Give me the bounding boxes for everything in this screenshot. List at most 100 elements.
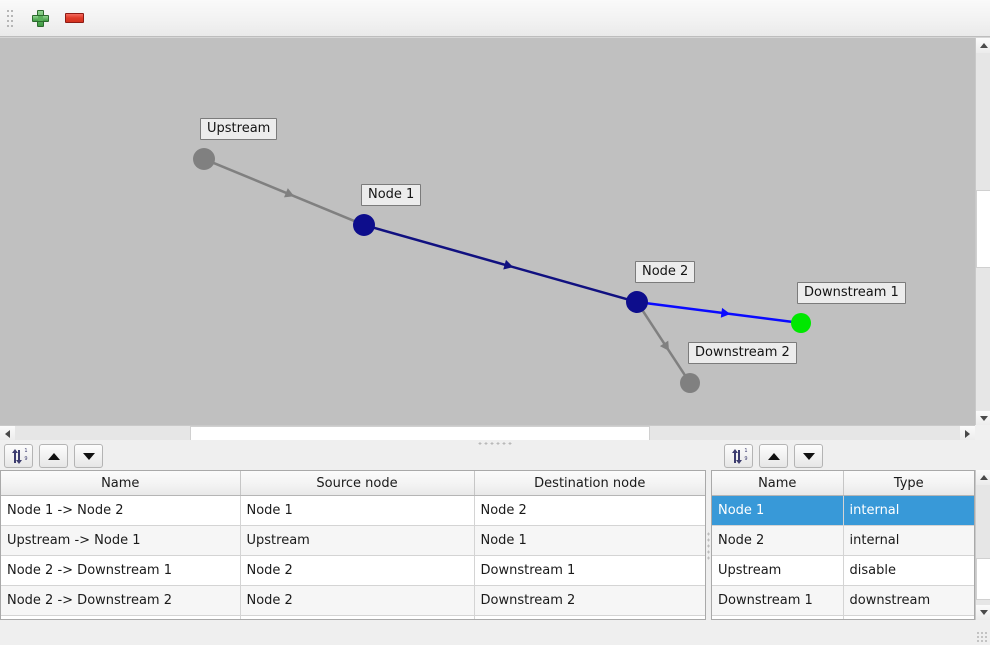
cell-destination[interactable]: Node 2	[474, 495, 705, 526]
cell-type[interactable]: internal	[843, 525, 974, 556]
graph-edge-arrow-node1-node2	[503, 259, 514, 270]
column-header-destination-node[interactable]: Destination node	[474, 471, 705, 496]
graph-edge-arrow-node2-downstream2	[659, 340, 670, 351]
vertical-splitter[interactable]	[706, 470, 711, 622]
cell-destination[interactable]: Node 1	[474, 525, 705, 556]
graph-edge-node1-node2[interactable]	[373, 226, 628, 301]
cell-source[interactable]: Node 2	[240, 585, 475, 616]
graph-edge-upstream-node1[interactable]	[212, 161, 356, 223]
cell-source[interactable]: Node 1	[240, 495, 475, 526]
graph-node-label-upstream[interactable]: Upstream	[200, 118, 278, 140]
graph-node-label-node2[interactable]: Node 2	[635, 261, 696, 283]
cell-type[interactable]: downstream	[843, 585, 974, 616]
vertical-scroll-thumb[interactable]	[976, 190, 990, 268]
cell-name[interactable]: Node 1 -> Node 2	[1, 495, 241, 526]
cell-name[interactable]: Upstream	[712, 555, 844, 586]
column-header-source-node[interactable]: Source node	[240, 471, 475, 496]
edges-move-up-button[interactable]	[39, 444, 68, 468]
graph-node-node1[interactable]	[353, 214, 375, 236]
column-header-type[interactable]: Type	[843, 471, 974, 496]
cell-name[interactable]: Node 1	[712, 495, 844, 526]
nodes-scroll-up-arrow[interactable]	[976, 470, 990, 485]
cell-name[interactable]: Node 2 -> Downstream 1	[1, 555, 241, 586]
edges-move-down-button[interactable]	[74, 444, 103, 468]
canvas-vertical-scrollbar[interactable]	[975, 38, 990, 426]
graph-drawing	[193, 148, 811, 393]
graph-node-node2[interactable]	[626, 291, 648, 313]
cell-name[interactable]: Node 2 -> Downstream 2	[1, 585, 241, 616]
graph-node-upstream[interactable]	[193, 148, 215, 170]
add-node-button[interactable]	[23, 3, 57, 33]
cell-name[interactable]: Node 2	[712, 525, 844, 556]
scroll-down-arrow[interactable]	[976, 411, 990, 426]
scroll-left-arrow[interactable]	[0, 426, 15, 441]
empty-cell	[240, 615, 475, 619]
empty-cell	[474, 615, 705, 619]
triangle-up-icon	[47, 452, 60, 460]
graph-node-downstream2[interactable]	[680, 373, 700, 393]
horizontal-scroll-thumb[interactable]	[190, 426, 650, 441]
nodes-move-up-button[interactable]	[759, 444, 788, 468]
cell-type[interactable]: internal	[843, 495, 974, 526]
cell-name[interactable]: Downstream 1	[712, 585, 844, 616]
column-header-name[interactable]: Name	[1, 471, 241, 496]
graph-edge-arrow-upstream-node1	[283, 188, 295, 198]
cell-destination[interactable]: Downstream 1	[474, 555, 705, 586]
cell-type[interactable]: disable	[843, 555, 974, 586]
remove-node-button[interactable]	[57, 3, 91, 33]
cell-source[interactable]: Node 2	[240, 555, 475, 586]
nodes-scroll-thumb[interactable]	[976, 558, 990, 600]
graph-edge-node2-downstream2[interactable]	[641, 309, 687, 377]
nodes-scroll-down-arrow[interactable]	[976, 605, 990, 620]
triangle-down-icon	[802, 452, 815, 460]
triangle-down-icon	[82, 452, 95, 460]
nodes-move-down-button[interactable]	[794, 444, 823, 468]
empty-cell	[712, 615, 844, 619]
scroll-up-arrow[interactable]	[976, 38, 990, 53]
nodes-table-vertical-scrollbar[interactable]	[975, 470, 990, 620]
graph-edge-arrow-node2-downstream1	[720, 307, 731, 318]
column-header-name[interactable]: Name	[712, 471, 844, 496]
graph-node-label-downstream1[interactable]: Downstream 1	[797, 282, 906, 304]
cell-destination[interactable]: Downstream 2	[474, 585, 705, 616]
splitter-grip-dots	[477, 441, 513, 445]
scroll-right-arrow[interactable]	[960, 426, 975, 441]
graph-node-label-downstream2[interactable]: Downstream 2	[688, 342, 797, 364]
horizontal-splitter[interactable]	[0, 440, 990, 446]
graph-edge-node2-downstream1[interactable]	[646, 302, 793, 324]
canvas-horizontal-scrollbar[interactable]	[0, 425, 975, 441]
toolbar-drag-grip[interactable]	[3, 7, 14, 29]
scrollbar-corner	[975, 425, 990, 440]
graph-node-downstream1[interactable]	[791, 313, 811, 333]
cell-name[interactable]: Upstream -> Node 1	[1, 525, 241, 556]
graph-node-label-node1[interactable]: Node 1	[361, 184, 422, 206]
window-resize-grip[interactable]	[976, 631, 988, 643]
cell-source[interactable]: Upstream	[240, 525, 475, 556]
